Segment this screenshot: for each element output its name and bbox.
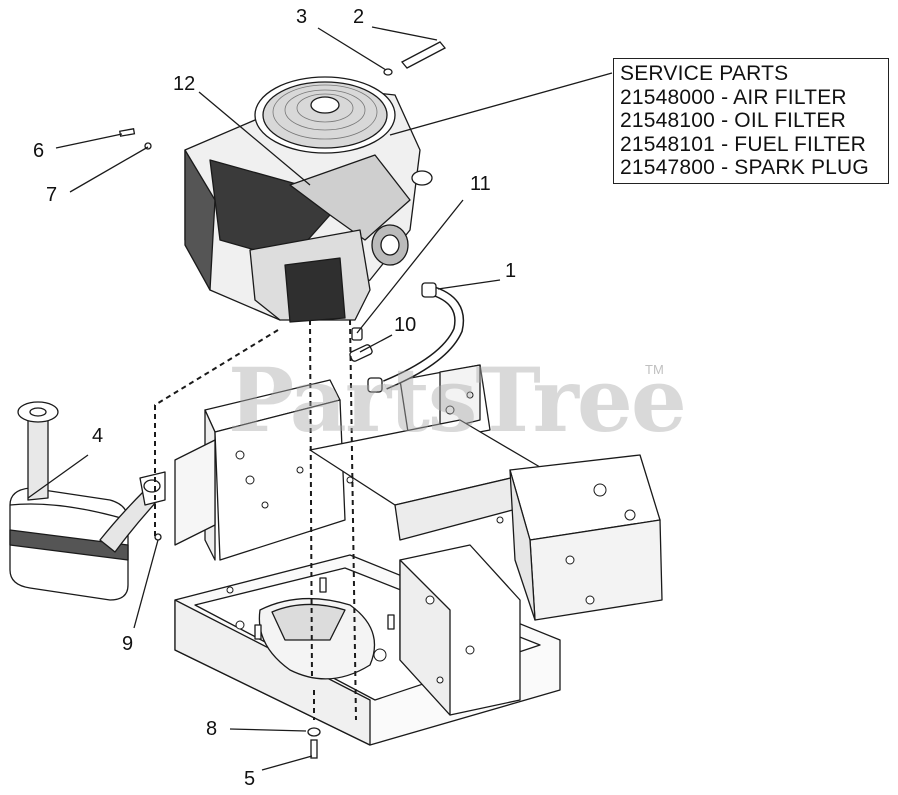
callout-1: 1 <box>505 260 517 282</box>
callout-7: 7 <box>46 184 58 206</box>
callout-8: 8 <box>206 718 218 740</box>
leader-lines <box>27 26 613 771</box>
callout-9: 9 <box>122 633 134 655</box>
callout-2: 2 <box>353 6 365 28</box>
service-part-air-filter: 21548000 - AIR FILTER <box>620 85 847 109</box>
watermark-text: PartsTree <box>228 348 687 452</box>
engine <box>184 76 433 323</box>
service-part-oil-filter: 21548100 - OIL FILTER <box>620 109 846 132</box>
alignment-lines <box>154 319 357 721</box>
callout-12: 12 <box>173 73 196 95</box>
callout-5: 5 <box>244 768 256 790</box>
service-parts-box: SERVICE PARTS 21548000 - AIR FILTER 2154… <box>613 58 889 184</box>
fuel-hose <box>349 282 465 393</box>
mower-frame <box>174 364 663 746</box>
service-part-fuel-filter: 21548101 - FUEL FILTER <box>620 132 867 156</box>
callout-3: 3 <box>296 6 308 28</box>
callout-11: 11 <box>470 173 491 195</box>
service-parts-title: SERVICE PARTS <box>620 62 789 85</box>
muffler-assembly <box>9 401 166 601</box>
service-part-spark-plug: 21547800 - SPARK PLUG <box>620 156 869 179</box>
hardware <box>119 41 447 759</box>
callout-6: 6 <box>33 140 45 162</box>
callout-10: 10 <box>394 314 417 336</box>
callout-4: 4 <box>92 425 104 447</box>
watermark-trademark: TM <box>645 362 664 377</box>
